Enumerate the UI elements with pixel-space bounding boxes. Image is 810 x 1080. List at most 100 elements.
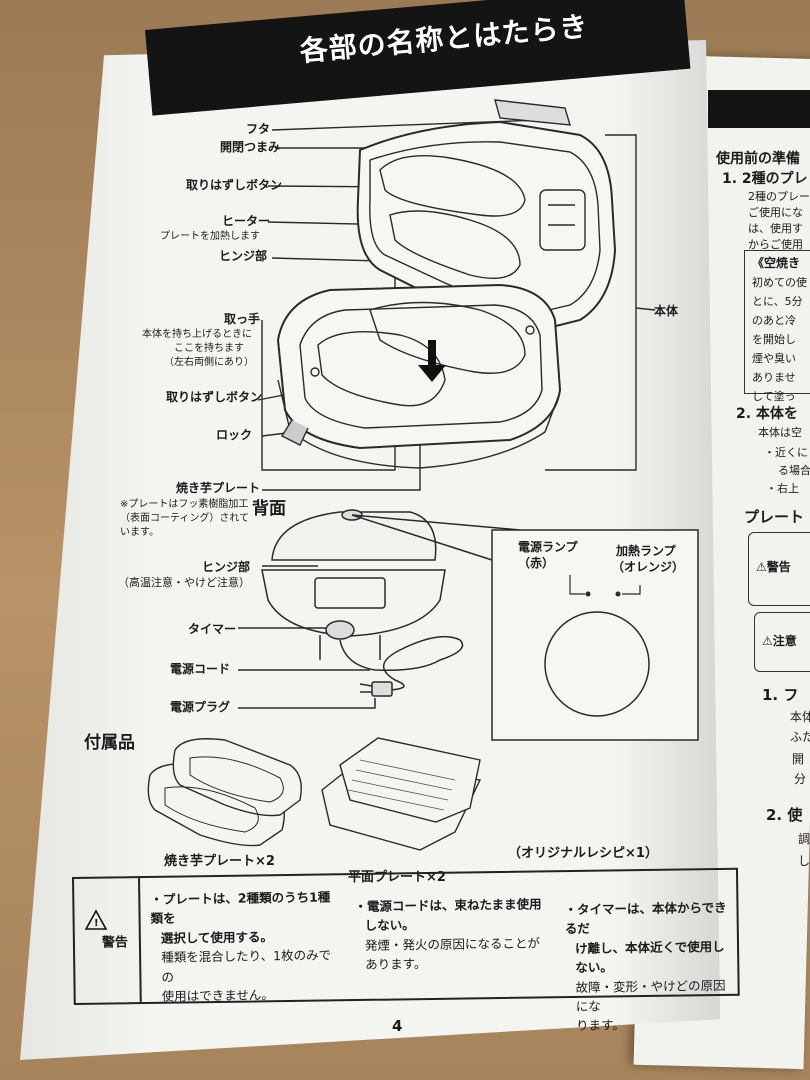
timer-icon bbox=[325, 620, 355, 640]
warning-text: け離し、本体近くで使用しない。 bbox=[574, 938, 725, 976]
warning-text: ・プレートは、2種類のうち1種類を bbox=[150, 889, 331, 927]
leader-line bbox=[545, 134, 637, 471]
leader-line bbox=[238, 698, 376, 709]
right-page-header-band bbox=[708, 90, 810, 128]
right-text: ・右上 bbox=[766, 482, 799, 495]
base-skirt bbox=[277, 379, 561, 469]
label-handle-desc: ここを持ちます bbox=[174, 343, 244, 354]
accessory-imo-plate-label: 焼き芋プレート×2 bbox=[164, 854, 275, 869]
hinge-detail bbox=[548, 204, 575, 226]
lower-plate-left bbox=[317, 331, 446, 407]
leader-line bbox=[635, 307, 656, 311]
label-imo-note: ※プレートはフッ素樹脂加工 bbox=[120, 499, 249, 510]
release-button-icon bbox=[525, 325, 535, 335]
accessory-flat-plate-label: 平面プレート×2 bbox=[348, 870, 446, 885]
label-heater-desc: プレートを加熱します bbox=[160, 231, 260, 242]
imo-plate-groove bbox=[164, 786, 259, 833]
right-text: し bbox=[798, 854, 810, 868]
right-step-f: 1. フ bbox=[762, 686, 799, 704]
right-text: は、使用す bbox=[748, 222, 803, 235]
flat-plate-grooves bbox=[347, 759, 456, 811]
imo-plate-groove bbox=[189, 756, 284, 803]
leader-line bbox=[351, 514, 521, 531]
label-imo-note: います。 bbox=[120, 527, 159, 538]
label-power-lamp: 電源ランプ bbox=[518, 540, 578, 554]
release-button-icon bbox=[310, 367, 320, 377]
lid-handle-icon bbox=[494, 99, 571, 126]
right-text: 2種のプレー bbox=[748, 190, 810, 203]
accessories-heading: 付属品 bbox=[84, 733, 135, 753]
warning-box: 警告 ・プレートは、2種類のうち1種類を 選択して使用する。 種類を混合したり、… bbox=[72, 867, 740, 1033]
label-lock: ロック bbox=[216, 428, 253, 442]
label-release-button-lower: 取りはずしボタン bbox=[166, 390, 263, 404]
label-handle: 取っ手 bbox=[224, 312, 261, 326]
leader-line bbox=[622, 585, 641, 595]
label-back-hinge: ヒンジ部 bbox=[202, 560, 251, 574]
warning-item-plate: ・プレートは、2種類のうち1種類を 選択して使用する。 種類を混合したり、1枚の… bbox=[150, 887, 342, 1006]
right-text: とに、5分 bbox=[752, 295, 803, 308]
warning-triangle-icon bbox=[84, 909, 108, 930]
lamp-panel-dial bbox=[544, 611, 650, 717]
lock-icon bbox=[280, 419, 309, 446]
power-cord bbox=[339, 635, 464, 691]
right-text: して塗っ bbox=[752, 390, 796, 403]
right-page-heading: 使用前の準備 bbox=[716, 151, 800, 167]
right-text: 本体は空 bbox=[758, 426, 802, 439]
right-text: ふた bbox=[790, 730, 810, 744]
warning-head-label: 警告 bbox=[101, 934, 129, 951]
heat-lamp-icon bbox=[615, 591, 621, 597]
label-heater: ヒーター bbox=[222, 214, 271, 228]
accessory-flat-plate-front bbox=[339, 737, 481, 823]
warning-text: 選択して使用する。 bbox=[160, 928, 274, 946]
warning-text: 使用はできません。 bbox=[161, 987, 274, 1004]
label-handle-desc: （左右両側にあり） bbox=[164, 357, 254, 368]
svg-text:!: ! bbox=[94, 918, 99, 929]
leader-line bbox=[351, 514, 493, 561]
label-power-lamp-color: （赤） bbox=[518, 556, 555, 570]
plug-icon bbox=[371, 681, 393, 697]
right-text: からご使用 bbox=[748, 238, 803, 251]
warning-text: 発煙・発火の原因になることが bbox=[364, 935, 541, 953]
right-plate-heading: プレート bbox=[744, 508, 805, 526]
warning-text: ・タイマーは、本体からできるだ bbox=[564, 899, 727, 937]
lower-plate-right bbox=[369, 301, 526, 374]
right-step-1: 1. 2種のプレ bbox=[722, 171, 808, 187]
label-release-button-upper: 取りはずしボタン bbox=[186, 178, 283, 192]
right-text: 初めての使 bbox=[752, 276, 807, 289]
accessory-imo-plate-front bbox=[172, 738, 302, 817]
right-text: ・近くに bbox=[764, 446, 808, 459]
warning-text: ります。 bbox=[576, 1017, 625, 1034]
warning-item-timer: ・タイマーは、本体からできるだ け離し、本体近くで使用しない。 故障・変形・やけ… bbox=[564, 898, 738, 1036]
label-power-cord: 電源コード bbox=[170, 662, 231, 676]
right-step-2: 2. 本体を bbox=[736, 406, 798, 422]
label-open-knob: 開閉つまみ bbox=[220, 140, 281, 154]
back-hinge bbox=[314, 577, 386, 609]
upper-plate-left bbox=[379, 155, 526, 217]
right-caution-box bbox=[754, 612, 810, 672]
back-legs bbox=[319, 635, 381, 660]
label-power-plug: 電源プラグ bbox=[170, 700, 231, 714]
right-note-title: 《空焼き bbox=[752, 256, 801, 270]
right-text: 調 bbox=[798, 832, 810, 846]
plug-prongs bbox=[359, 683, 373, 693]
label-imo-plate: 焼き芋プレート bbox=[176, 481, 261, 495]
right-text: 分 bbox=[794, 772, 807, 786]
right-warning-label: ⚠警告 bbox=[756, 560, 791, 574]
right-text: る場合 bbox=[778, 464, 810, 477]
right-text: 本体 bbox=[790, 710, 810, 724]
base-inner bbox=[299, 304, 543, 429]
right-step-use: 2. 使 bbox=[766, 806, 803, 824]
lid-inner bbox=[369, 141, 601, 313]
label-body: 本体 bbox=[654, 304, 679, 318]
leader-line bbox=[569, 575, 585, 595]
label-handle-desc: 本体を持ち上げるときに bbox=[142, 329, 252, 340]
right-text: 煙や臭い bbox=[752, 352, 796, 365]
power-lamp-icon bbox=[585, 591, 591, 597]
back-view-heading: 背面 bbox=[252, 499, 286, 519]
warning-item-cord: ・電源コードは、束ねたまま使用 しない。 発煙・発火の原因になることが あります… bbox=[354, 894, 555, 974]
accessory-recipe-label: （オリジナルレシピ×1） bbox=[508, 846, 658, 861]
hinge-block bbox=[539, 189, 586, 251]
right-text: 開 bbox=[792, 752, 805, 766]
warning-text: 種類を混合したり、1枚のみでの bbox=[161, 947, 332, 985]
